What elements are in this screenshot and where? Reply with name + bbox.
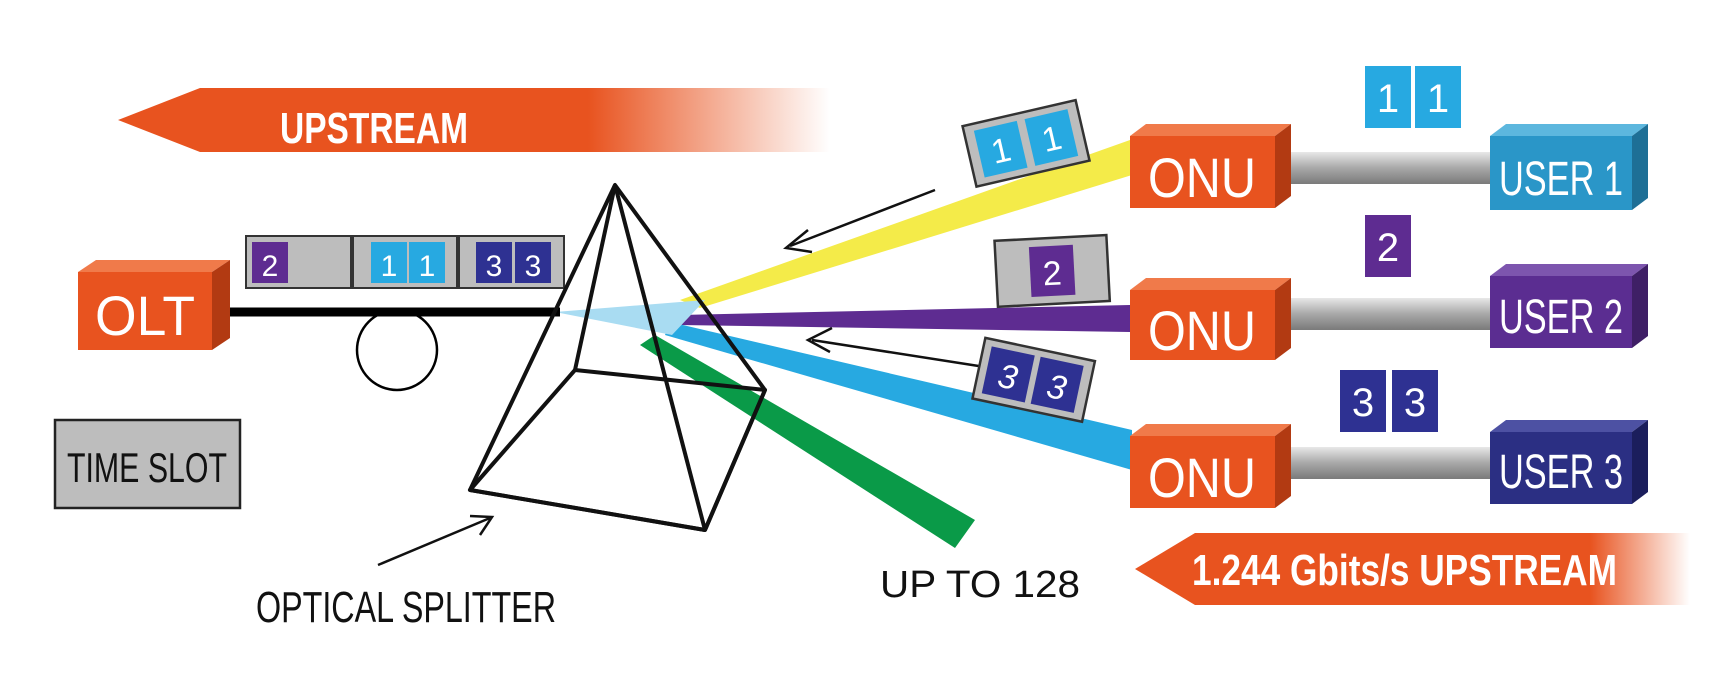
onu-box-1 (1130, 124, 1291, 208)
direction-arrows (783, 188, 986, 369)
beam-blue (665, 322, 1132, 470)
onu-box-2 (1130, 278, 1291, 360)
light-beams (555, 140, 1132, 548)
up-to-label: UP TO 128 (880, 564, 1080, 606)
svg-text:2: 2 (1377, 226, 1399, 270)
svg-text:1: 1 (419, 250, 436, 283)
olt-box (78, 260, 230, 350)
olt-label: OLT (95, 284, 195, 347)
user-label-3: USER 3 (1499, 446, 1623, 499)
upstream-arrow-top (118, 88, 830, 152)
user-box-3 (1490, 420, 1648, 504)
splitter-pointer-arrow (377, 516, 491, 567)
onu-label-2: ONU (1148, 299, 1256, 362)
beam-purple (680, 305, 1130, 332)
svg-text:2: 2 (1042, 254, 1063, 293)
user3-data: 3 3 (1340, 370, 1438, 432)
cables (1275, 152, 1497, 479)
user-label-1: USER 1 (1499, 153, 1623, 206)
svg-text:3: 3 (1352, 381, 1374, 425)
prism-splitter (468, 183, 767, 532)
user-box-1 (1490, 124, 1648, 210)
onu-label-3: ONU (1148, 446, 1256, 509)
svg-text:1: 1 (1427, 77, 1449, 121)
user-label-2: USER 2 (1499, 291, 1623, 344)
time-slot-legend (53, 418, 242, 510)
onu2-packet: 2 (993, 233, 1112, 309)
fiber-loop (355, 308, 439, 392)
svg-text:3: 3 (486, 250, 503, 283)
svg-text:1: 1 (1377, 77, 1399, 121)
upstream-frame: 2 1 1 3 3 (245, 235, 565, 289)
onu-label-1: ONU (1148, 146, 1256, 209)
onu1-packet: 1 1 (961, 98, 1092, 189)
upstream-rate-label: 1.244 Gbits/s UPSTREAM (1192, 546, 1617, 595)
upstream-label: UPSTREAM (280, 104, 468, 153)
svg-text:3: 3 (1404, 381, 1426, 425)
user2-data: 2 (1365, 215, 1411, 277)
svg-text:2: 2 (262, 250, 279, 283)
user1-data: 1 1 (1365, 66, 1461, 128)
beam-green (640, 335, 975, 548)
onu3-packet: 3 3 (971, 336, 1097, 424)
time-slot-label: TIME SLOT (67, 444, 227, 491)
upstream-rate-arrow (1135, 533, 1690, 605)
svg-text:3: 3 (525, 250, 542, 283)
optical-splitter-label: OPTICAL SPLITTER (256, 583, 556, 632)
beam-lightblue (555, 300, 705, 335)
user-box-2 (1490, 264, 1648, 348)
beam-yellow (680, 140, 1132, 308)
svg-text:1: 1 (381, 250, 398, 283)
onu-box-3 (1130, 424, 1291, 508)
